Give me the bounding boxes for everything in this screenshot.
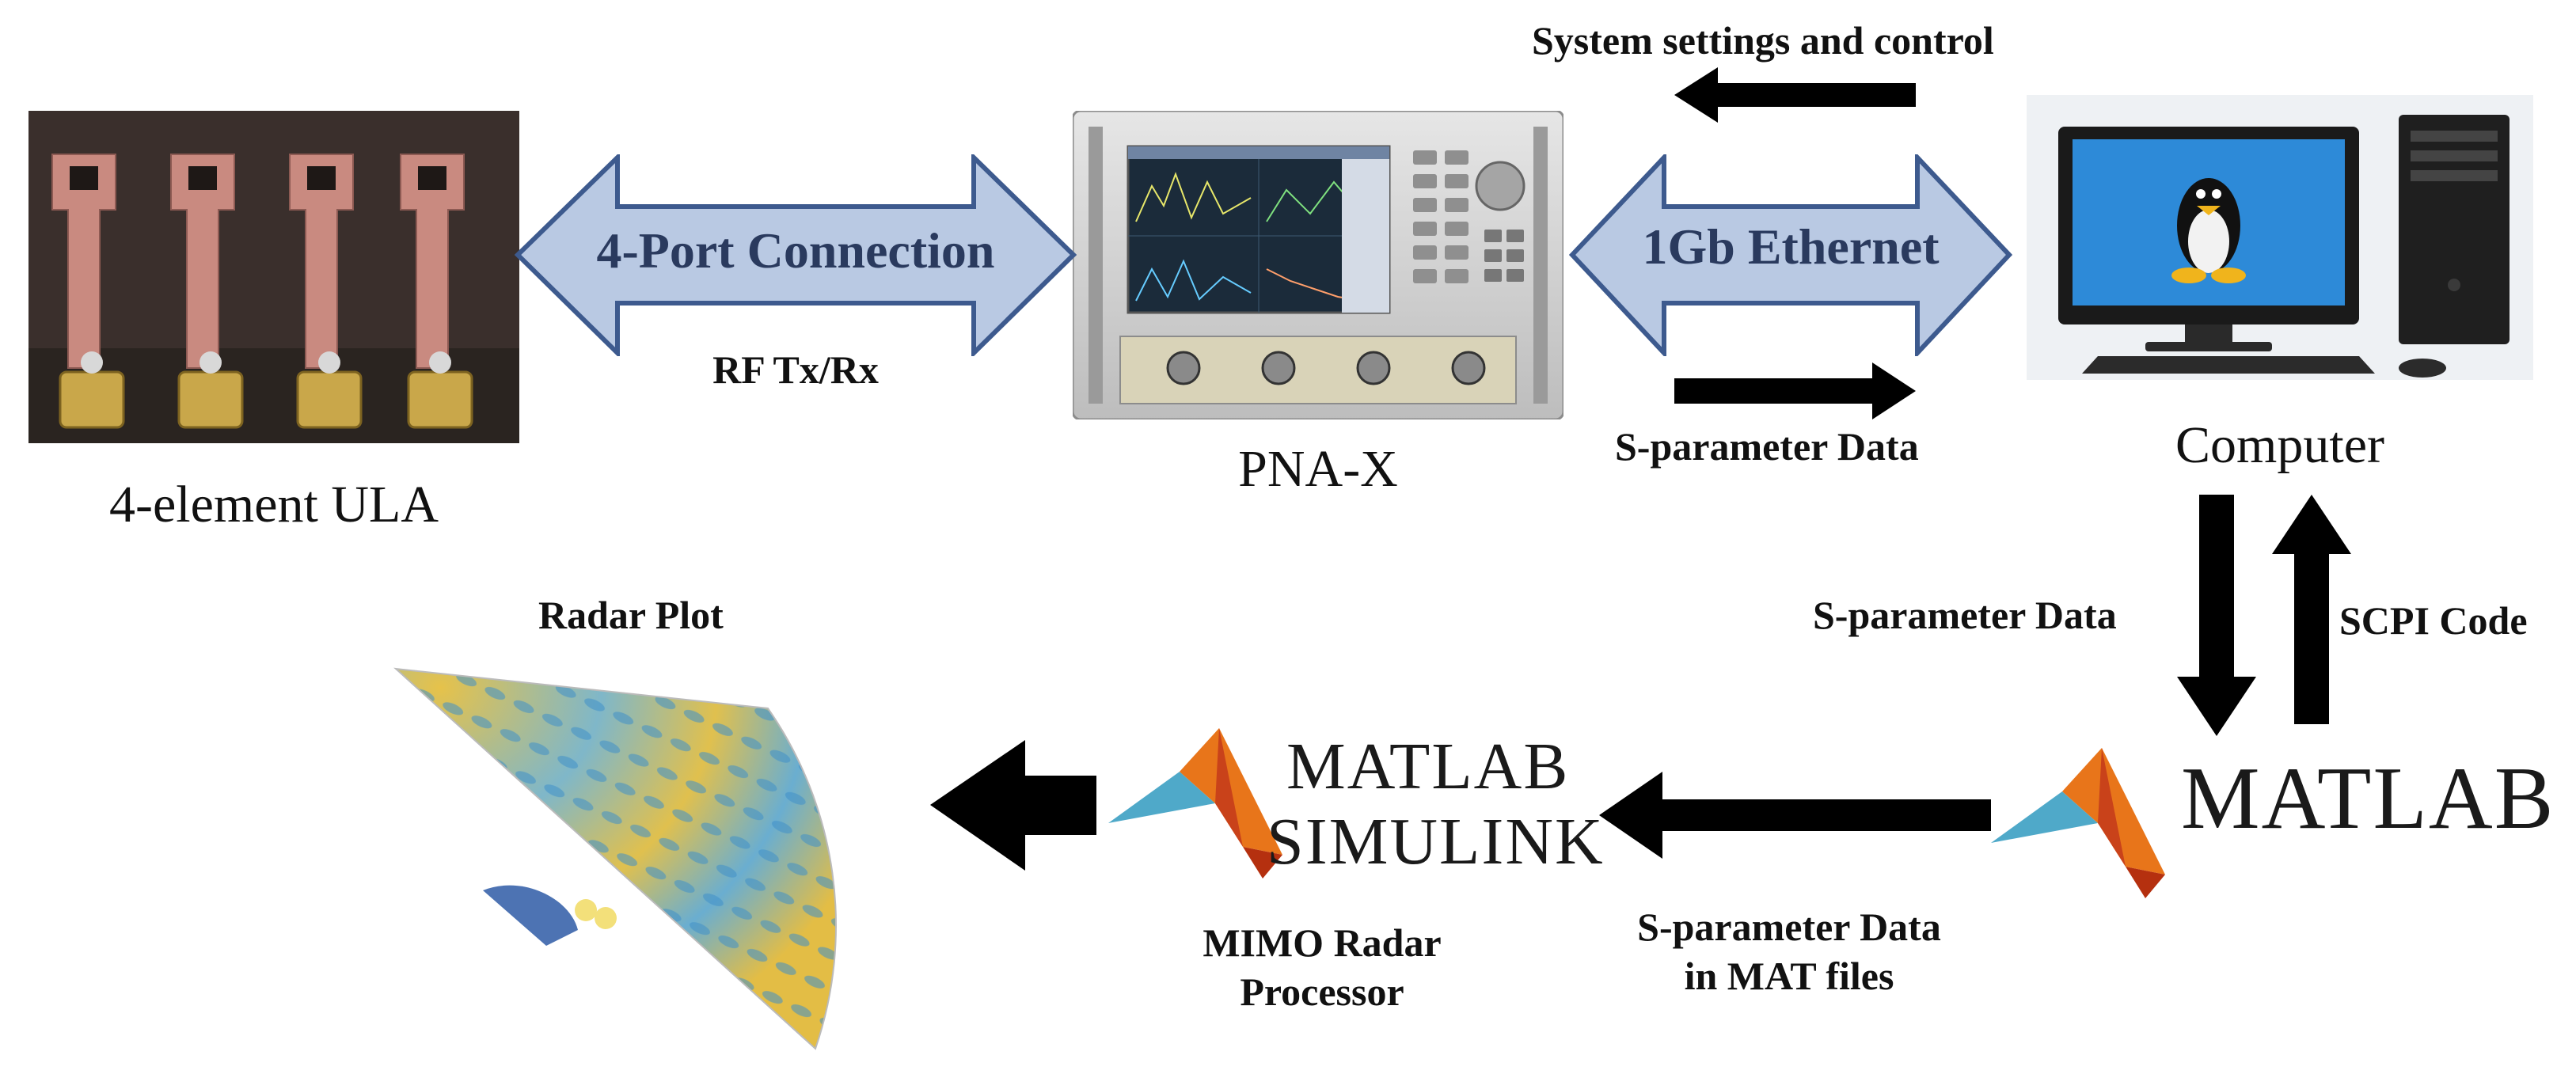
- mimo-line1: MIMO Radar: [1203, 920, 1442, 965]
- matlab-wordmark-right: MATLAB: [2181, 748, 2555, 850]
- simulink-text-center: SIMULINK: [1267, 805, 1605, 879]
- ethernet-arrow: [1569, 154, 2012, 356]
- mimo-label: MIMO Radar Processor: [1164, 918, 1480, 1016]
- settings-arrow: [1674, 67, 1916, 123]
- radar-plot-image: [393, 667, 837, 1050]
- scpi-up-arrow: [2272, 495, 2351, 724]
- matlab-text-right: MATLAB: [2181, 750, 2555, 848]
- simulink-logo-icon: [1108, 728, 1282, 879]
- sparam-mat-label: S-parameter Data in MAT files: [1599, 902, 1979, 1000]
- sparam-arrow-top: [1674, 362, 1916, 419]
- port-connection-arrow: [515, 154, 1077, 356]
- sparam-label-mid: S-parameter Data: [1813, 593, 2117, 637]
- sparam-mat-line1: S-parameter Data: [1637, 905, 1941, 949]
- port-connection-label: 4-Port Connection: [596, 222, 995, 279]
- mimo-line2: Processor: [1240, 970, 1404, 1014]
- simulink-wordmark-center: SIMULINK: [1267, 803, 1605, 880]
- matlab-logo-icon: [1991, 748, 2165, 898]
- matlab-text-center: MATLAB: [1286, 730, 1570, 803]
- scpi-label: SCPI Code: [2339, 598, 2528, 643]
- pna-x-label: PNA-X: [1238, 440, 1398, 498]
- antenna-array-label: 4-element ULA: [108, 476, 439, 533]
- antenna-array-photo: [28, 111, 519, 443]
- sparam-label-top: S-parameter Data: [1615, 424, 1919, 469]
- sparam-mat-line2: in MAT files: [1684, 954, 1894, 998]
- system-settings-label: System settings and control: [1532, 18, 1994, 63]
- radar-output-arrow: [930, 740, 1096, 871]
- computer-label: Computer: [2175, 416, 2384, 474]
- mat-files-arrow: [1599, 772, 1991, 859]
- ethernet-label: 1Gb Ethernet: [1642, 218, 1940, 275]
- rf-label: RF Tx/Rx: [712, 347, 879, 392]
- matlab-wordmark-center: MATLAB: [1286, 728, 1569, 805]
- sparam-down-arrow: [2177, 495, 2256, 736]
- radar-plot-title: Radar Plot: [538, 593, 724, 637]
- pna-x-analyzer-photo: [1073, 111, 1563, 419]
- computer-photo: [2027, 95, 2533, 380]
